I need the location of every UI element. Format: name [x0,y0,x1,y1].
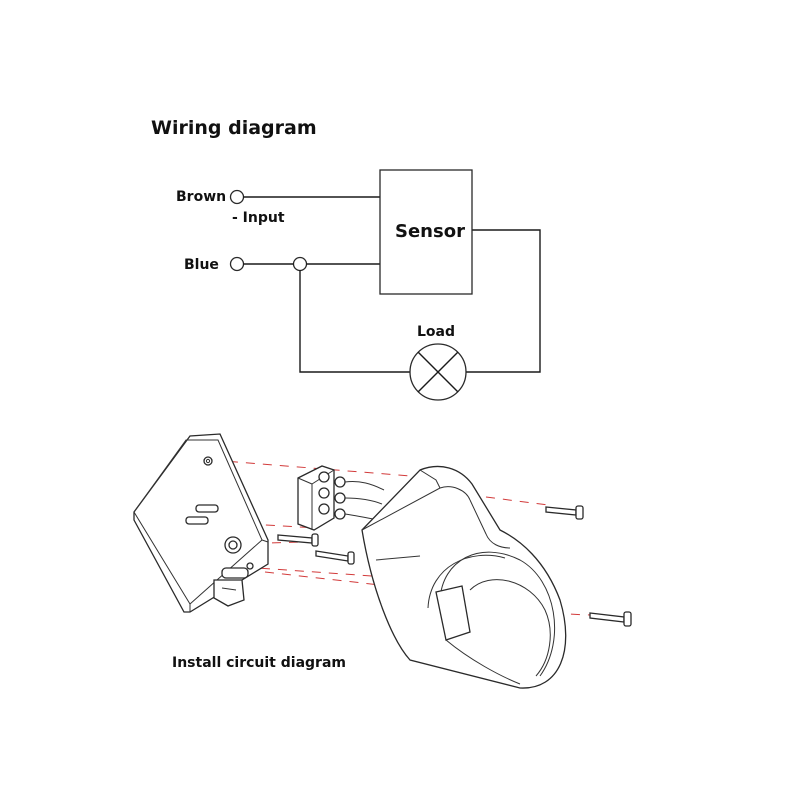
mounting-base-icon [133,433,269,613]
lamp-icon [409,343,467,401]
sensor-box [379,169,473,295]
input-label: - Input [232,210,285,226]
terminal-block-icon [297,465,385,531]
install-caption: Install circuit diagram [172,655,346,671]
sensor-housing-icon [361,465,567,689]
blue-terminal-label: Blue [184,257,219,273]
screw-icon [315,550,355,565]
sensor-label: Sensor [395,221,465,242]
screw-icon [545,505,584,520]
wiring-title: Wiring diagram [151,117,317,139]
brown-terminal-label: Brown [176,189,226,205]
screw-icon [589,611,632,627]
brown-terminal-icon [229,189,245,205]
install-diagram: Install circuit diagram [133,433,632,689]
load-return-wire [299,270,410,373]
blue-terminal-icon [229,256,245,272]
wiring-diagram: Wiring diagram Brown - Input Blue Sensor… [151,117,541,401]
junction-icon [292,256,308,272]
screw-icon [277,533,319,547]
load-label: Load [417,324,455,340]
sensor-output-wire [466,229,541,373]
